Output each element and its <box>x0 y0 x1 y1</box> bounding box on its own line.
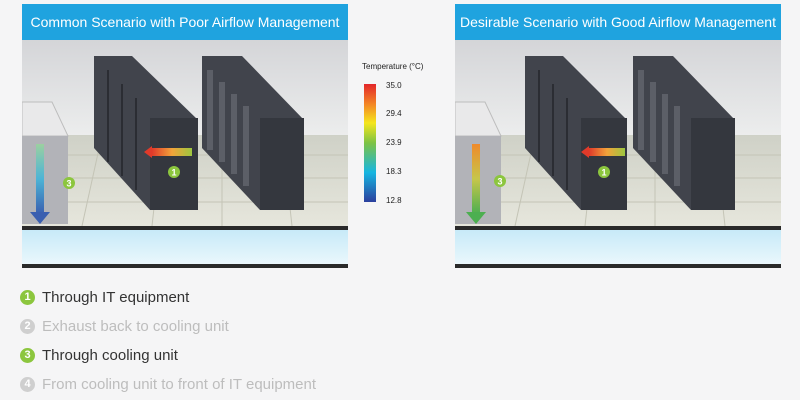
step-label: From cooling unit to front of IT equipme… <box>42 376 317 393</box>
left-panel-title: Common Scenario with Poor Airflow Manage… <box>22 4 348 40</box>
temperature-legend: Temperature (°C) 35.0 29.4 23.9 18.3 12.… <box>362 62 442 212</box>
it-equipment-marker-1: 1 <box>171 168 176 178</box>
step-label: Through IT equipment <box>42 289 190 306</box>
legend-title: Temperature (°C) <box>362 62 424 71</box>
step-number-badge: 3 <box>20 348 35 363</box>
it-equipment-marker-1: 1 <box>601 168 606 178</box>
step-item: 4 From cooling unit to front of IT equip… <box>20 370 316 399</box>
good-airflow-scene: 3 1 <box>455 40 781 268</box>
step-item: 3 Through cooling unit <box>20 341 316 370</box>
legend-tick: 23.9 <box>386 138 402 147</box>
step-label: Through cooling unit <box>42 347 178 364</box>
right-panel-title: Desirable Scenario with Good Airflow Man… <box>455 4 781 40</box>
step-item: 1 Through IT equipment <box>20 283 316 312</box>
step-item: 2 Exhaust back to cooling unit <box>20 312 316 341</box>
step-number-badge: 1 <box>20 290 35 305</box>
airflow-steps-list: 1 Through IT equipment 2 Exhaust back to… <box>20 283 316 399</box>
cooling-unit-marker-3: 3 <box>497 177 502 187</box>
cooling-unit-marker-3: 3 <box>66 179 71 189</box>
legend-tick: 35.0 <box>386 81 402 90</box>
step-number-badge: 2 <box>20 319 35 334</box>
legend-tick: 12.8 <box>386 196 402 205</box>
legend-tick: 18.3 <box>386 167 402 176</box>
legend-tick: 29.4 <box>386 109 402 118</box>
temperature-color-scale <box>364 84 376 202</box>
step-number-badge: 4 <box>20 377 35 392</box>
step-label: Exhaust back to cooling unit <box>42 318 229 335</box>
poor-airflow-scene: 3 1 <box>22 40 348 268</box>
